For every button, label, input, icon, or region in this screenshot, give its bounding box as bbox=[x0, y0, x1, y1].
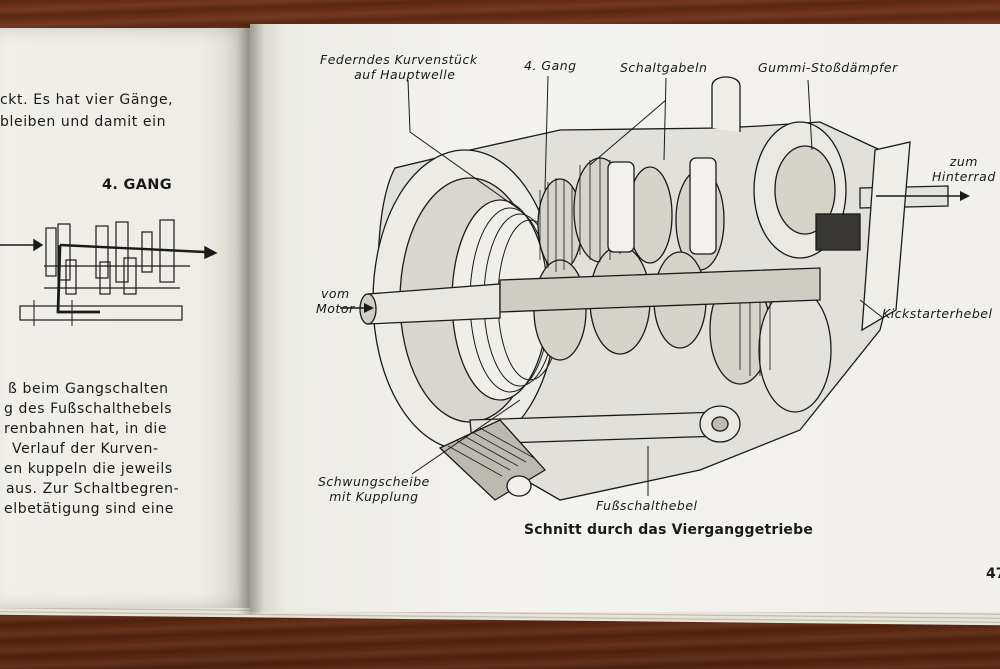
gear-schematic bbox=[0, 219, 218, 326]
figure-caption: Schnitt durch das Vierganggetriebe bbox=[524, 522, 814, 538]
gearbox-cutaway bbox=[359, 76, 949, 501]
left-text-line-1: ckt. Es hat vier Gänge, bbox=[0, 92, 174, 108]
label-fussschalthebel: Fußschalthebel bbox=[596, 498, 698, 513]
left-text-line-9: elbetätigung sind eine bbox=[4, 501, 175, 517]
label-schaltgabeln: Schaltgabeln bbox=[620, 60, 708, 75]
left-page bbox=[0, 28, 250, 608]
label-federndes: Federndes Kurvenstück auf Hauptwelle bbox=[320, 52, 478, 82]
label-zum-hinterrad: zum Hinterrad bbox=[932, 154, 996, 184]
left-text-line-4: g des Fußschalthebels bbox=[4, 401, 173, 417]
arrow-hinterrad bbox=[960, 191, 970, 201]
page-number: 47 bbox=[986, 566, 1000, 582]
label-schwungscheibe: Schwungscheibe mit Kupplung bbox=[318, 474, 430, 504]
left-text-line-6: Verlauf der Kurven- bbox=[12, 441, 159, 457]
label-kickstarterhebel: Kickstarterhebel bbox=[882, 306, 993, 321]
left-text-line-7: en kuppeln die jeweils bbox=[4, 461, 173, 477]
arrow-motor bbox=[364, 303, 374, 313]
gear-heading: 4. GANG bbox=[102, 177, 172, 193]
left-text-line-5: renbahnen hat, in die bbox=[4, 421, 168, 437]
left-text-line-2: bleiben und damit ein bbox=[0, 114, 167, 130]
label-4-gang: 4. Gang bbox=[524, 58, 577, 73]
label-leaders bbox=[340, 75, 960, 496]
label-gummi-stossdaempfer: Gummi-Stoßdämpfer bbox=[758, 60, 898, 75]
left-text-line-3: ß beim Gangschalten bbox=[8, 381, 169, 397]
label-vom-motor: vom Motor bbox=[316, 286, 355, 316]
book-gutter bbox=[238, 24, 264, 614]
left-text-line-8: aus. Zur Schaltbegren- bbox=[6, 481, 180, 497]
